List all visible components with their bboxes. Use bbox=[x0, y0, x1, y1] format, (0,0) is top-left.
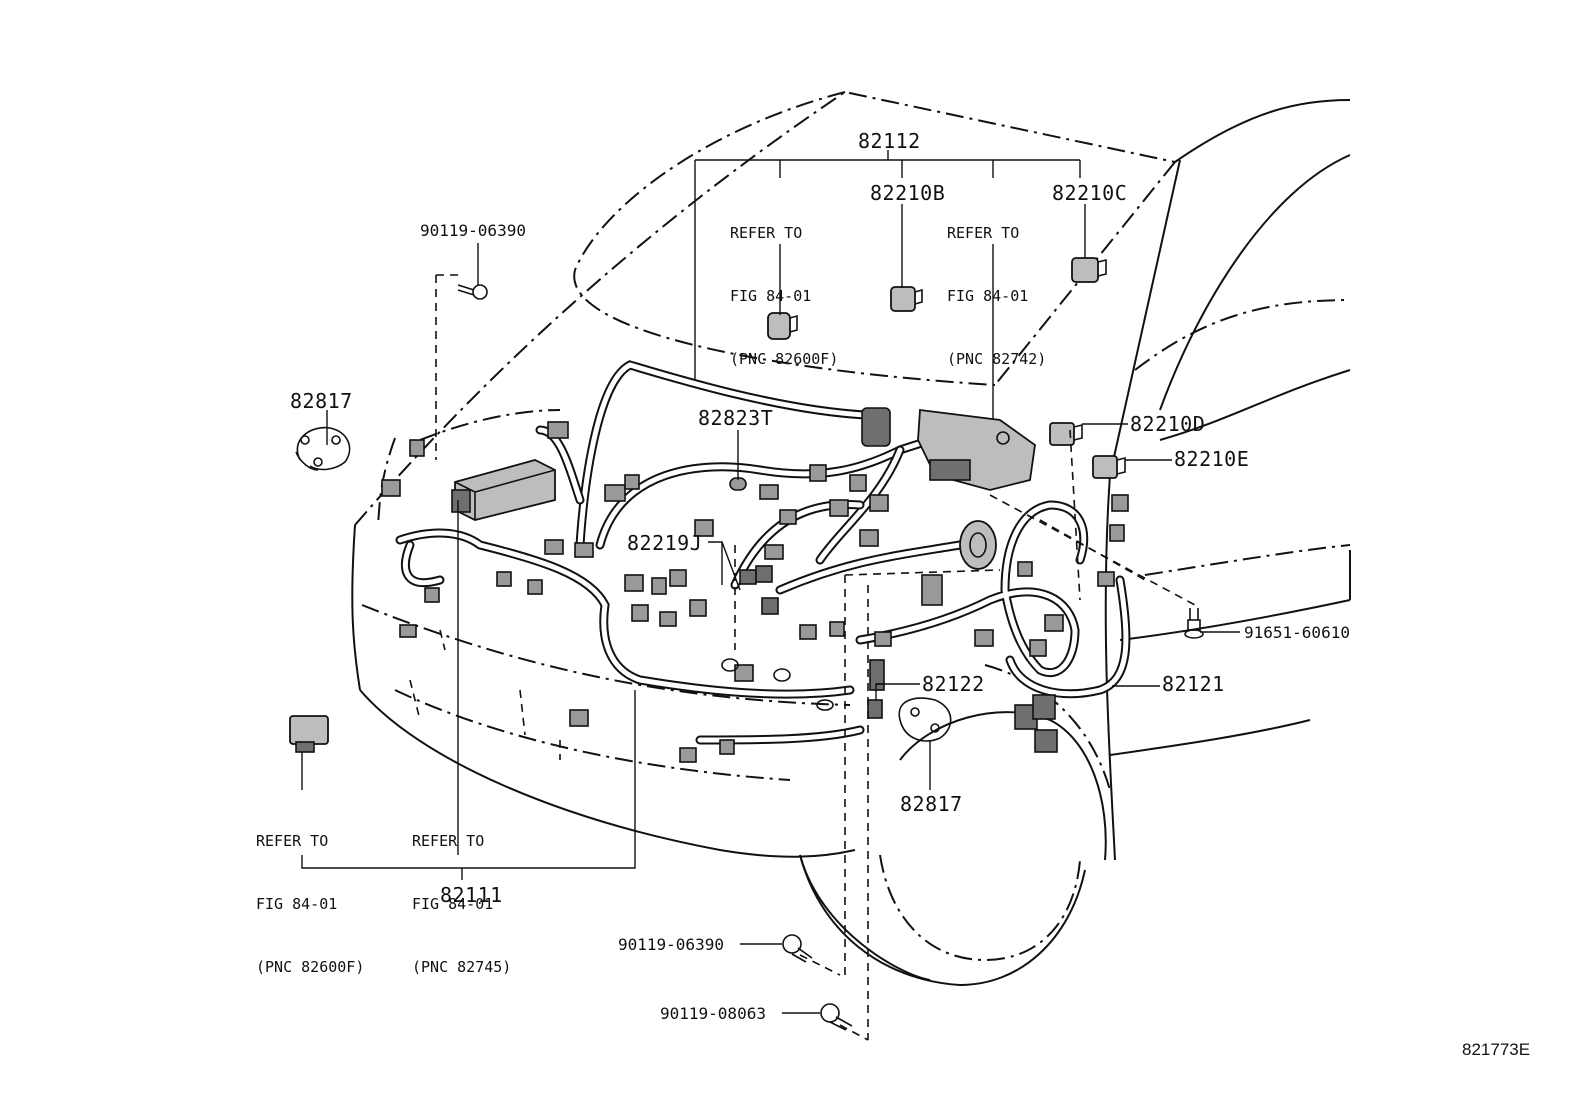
reference-line-2: FIG 84-01 bbox=[256, 895, 338, 913]
relay-82210d-part bbox=[1049, 422, 1083, 446]
callout-82817-top: 82817 bbox=[290, 389, 353, 413]
reference-line-2: FIG 84-01 bbox=[730, 287, 812, 305]
abs-sensor-clamp-left bbox=[295, 426, 351, 471]
callout-82817-bottom: 82817 bbox=[900, 792, 963, 816]
harness-82121 bbox=[775, 500, 1131, 699]
reference-line-3: (PNC 82600F) bbox=[730, 350, 839, 368]
reference-note-82600f-bottom: REFER TO FIG 84-01 (PNC 82600F) bbox=[256, 789, 364, 1020]
reference-note-82745: REFER TO FIG 84-01 (PNC 82745) bbox=[412, 789, 511, 1020]
callout-82210b: 82210B bbox=[870, 181, 946, 205]
relay-82600f-part-top bbox=[767, 312, 798, 340]
callout-82121: 82121 bbox=[1162, 672, 1225, 696]
callout-90119-06390-mid: 90119-06390 bbox=[618, 935, 724, 954]
callout-82112: 82112 bbox=[858, 129, 921, 153]
connectors bbox=[381, 421, 1129, 763]
callout-82111: 82111 bbox=[440, 883, 503, 907]
bolt-icon-bottom bbox=[820, 1003, 853, 1031]
callout-82210c: 82210C bbox=[1052, 181, 1128, 205]
callout-82219j: 82219J bbox=[627, 531, 703, 555]
bolt-icon-mid bbox=[782, 934, 813, 963]
relay-82210b-part bbox=[890, 286, 923, 312]
leader-lines bbox=[301, 150, 1240, 1014]
reference-line-3: (PNC 82745) bbox=[412, 958, 512, 976]
callout-82210d: 82210D bbox=[1130, 412, 1206, 436]
junction-block bbox=[451, 459, 556, 521]
reference-line-1: REFER TO bbox=[256, 832, 329, 850]
diagram-code: 821773E bbox=[1462, 1040, 1531, 1059]
ecu-bracket bbox=[861, 407, 1036, 491]
harness-82111 bbox=[395, 528, 865, 745]
reference-line-3: (PNC 82600F) bbox=[256, 958, 365, 976]
relay-82210e-part bbox=[1092, 455, 1126, 479]
callout-91651-60610: 91651-60610 bbox=[1244, 623, 1350, 642]
reference-note-82600f-top: REFER TO FIG 84-01 (PNC 82600F) bbox=[730, 181, 838, 412]
callout-82122: 82122 bbox=[922, 672, 985, 696]
reference-line-2: FIG 84-01 bbox=[947, 287, 1029, 305]
reference-line-1: REFER TO bbox=[730, 224, 803, 242]
reference-line-1: REFER TO bbox=[947, 224, 1020, 242]
reference-line-2: FIG 84-01 bbox=[412, 895, 494, 913]
reference-line-1: REFER TO bbox=[412, 832, 485, 850]
abs-sensor-clamp-right bbox=[898, 697, 952, 742]
callout-82210e: 82210E bbox=[1174, 447, 1250, 471]
reference-note-82742: REFER TO FIG 84-01 (PNC 82742) bbox=[947, 181, 1046, 412]
reference-line-3: (PNC 82742) bbox=[947, 350, 1047, 368]
relay-82210c-part bbox=[1071, 257, 1107, 283]
relay-82600f-part-bottom bbox=[289, 715, 329, 753]
callout-90119-06390-top: 90119-06390 bbox=[420, 221, 526, 240]
bolt-icon-top bbox=[457, 284, 488, 300]
callout-82823t: 82823T bbox=[698, 406, 774, 430]
bolt-icon-right bbox=[1184, 608, 1204, 639]
callout-90119-08063: 90119-08063 bbox=[660, 1004, 766, 1023]
